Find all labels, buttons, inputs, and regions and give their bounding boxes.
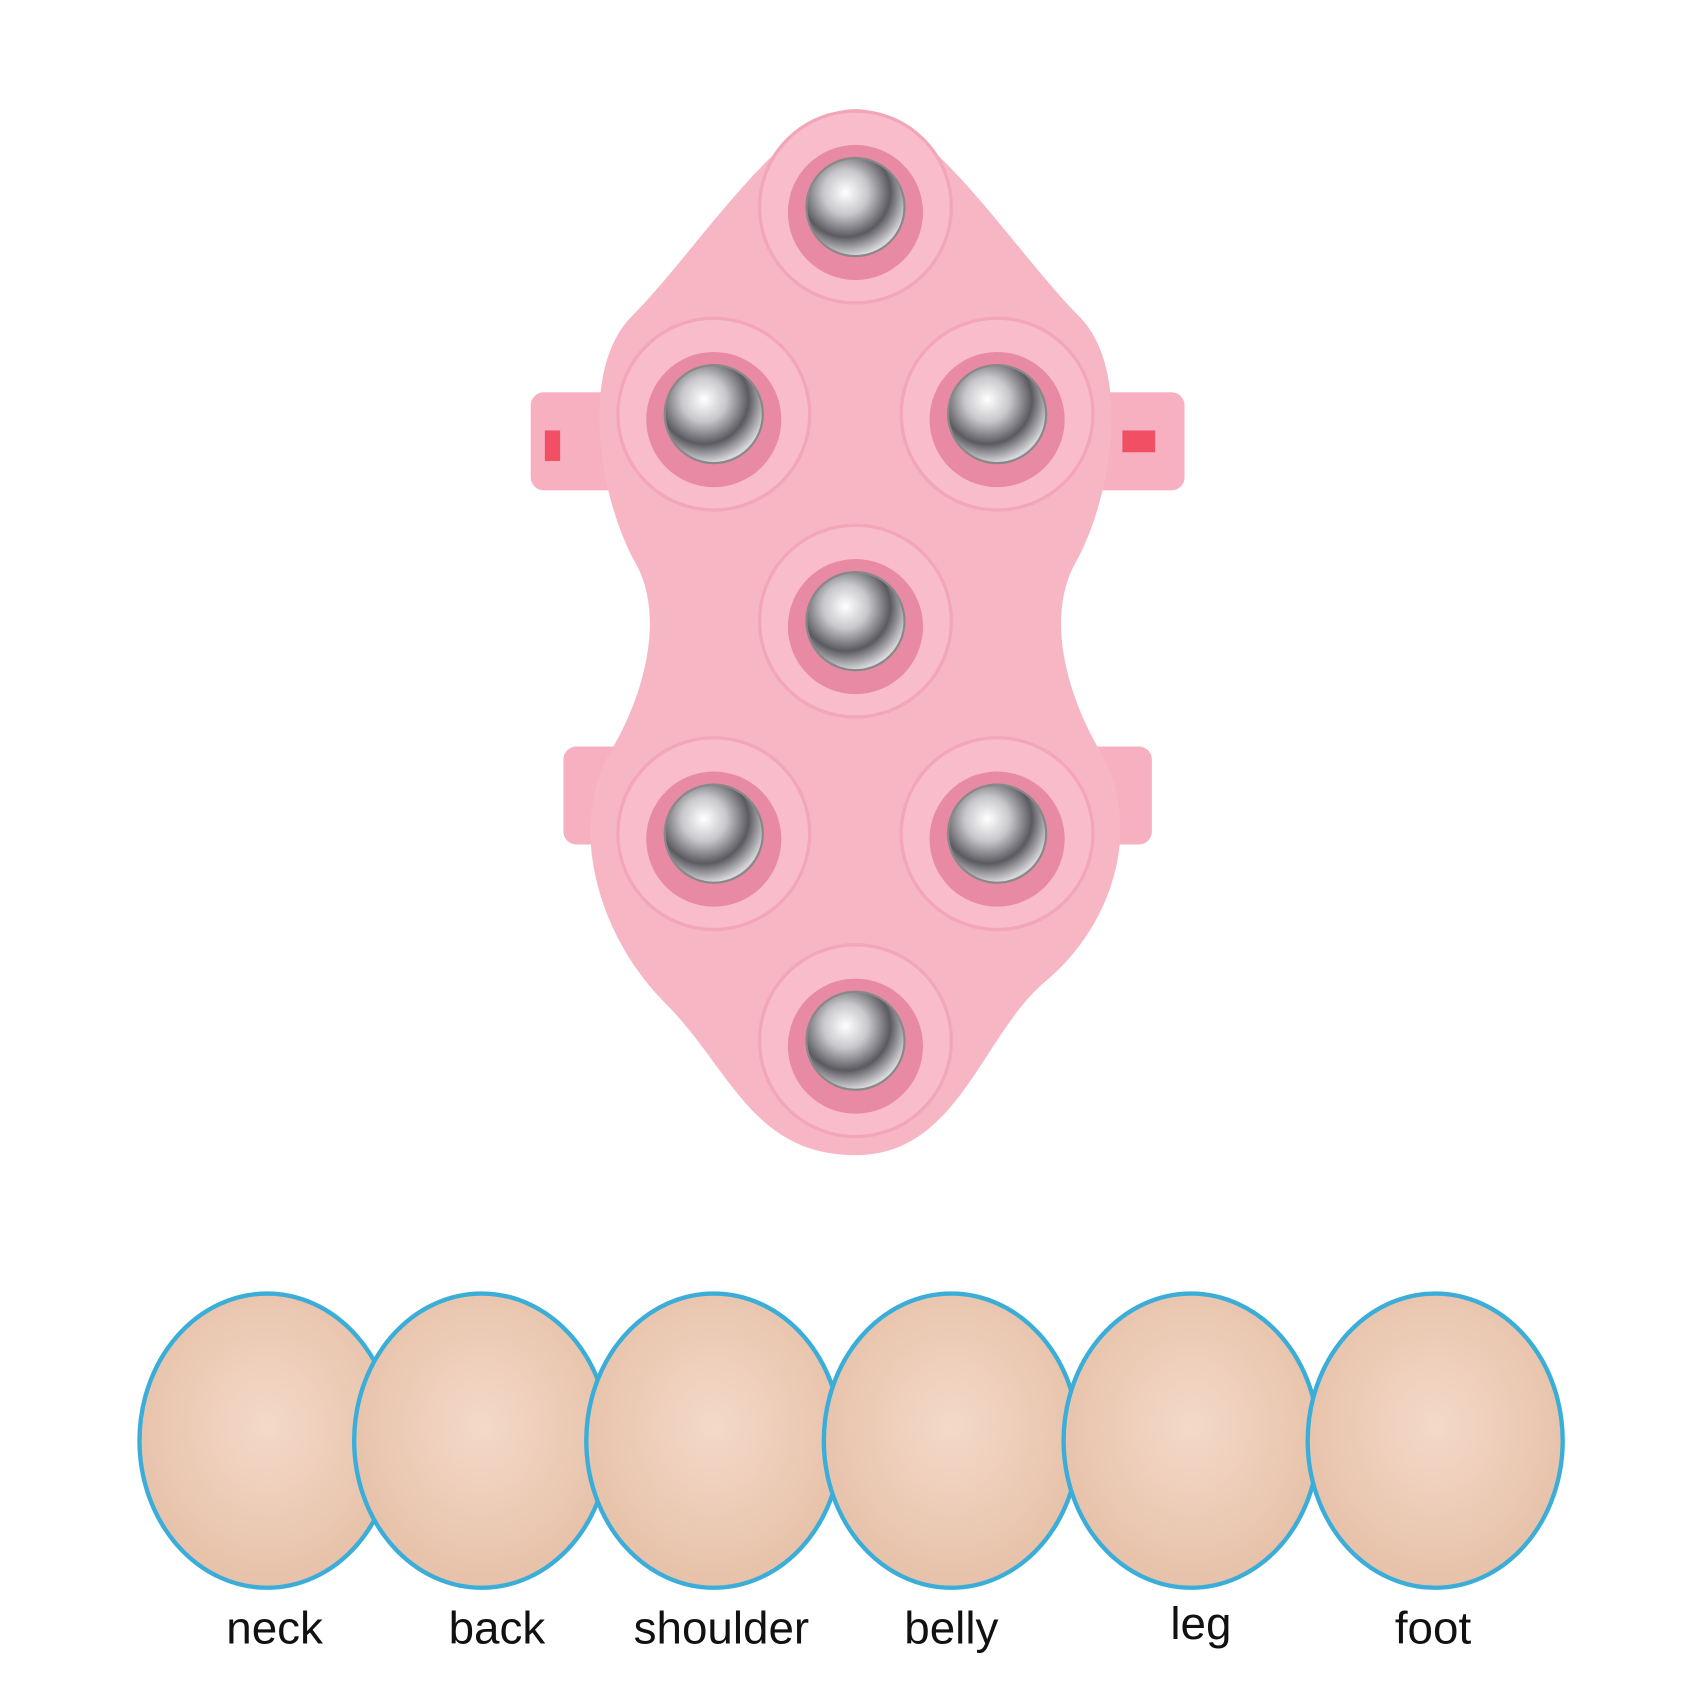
usage-area-leg: [1061, 1291, 1321, 1590]
roller-ball: [757, 523, 953, 719]
label-shoulder: shoulder: [634, 1602, 810, 1653]
label-leg: leg: [1170, 1598, 1231, 1649]
usage-area-shoulder: [584, 1291, 844, 1590]
strap-slot-left: [544, 430, 561, 461]
roller-ball: [899, 316, 1095, 512]
roller-ball: [757, 943, 953, 1139]
roller-ball: [616, 316, 812, 512]
usage-area-back: [351, 1291, 612, 1590]
roller-ball: [899, 736, 1095, 932]
roller-ball: [757, 109, 953, 305]
roller-balls: [616, 109, 1095, 1139]
label-foot: foot: [1395, 1602, 1472, 1653]
usage-area-foot: [1305, 1291, 1565, 1590]
strap-slot-right: [1122, 430, 1156, 453]
roller-ball: [616, 736, 812, 932]
label-belly: belly: [904, 1602, 998, 1653]
usage-area-belly: [821, 1291, 1082, 1590]
usage-areas: [137, 1291, 1565, 1590]
label-back: back: [449, 1602, 546, 1653]
label-neck: neck: [226, 1602, 323, 1653]
